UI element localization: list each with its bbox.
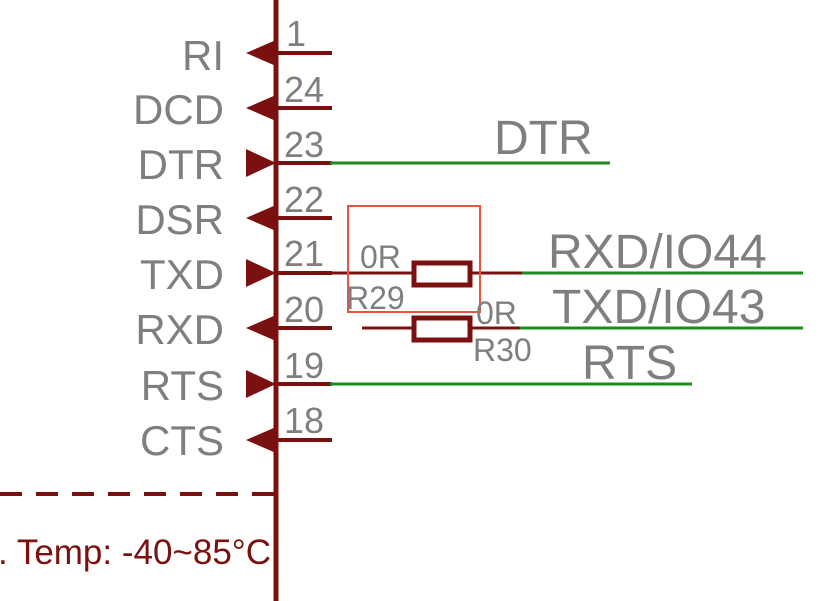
pin-arrow-cts — [246, 427, 276, 453]
resistor-r29-designator: R29 — [346, 280, 405, 316]
resistor-r29-body — [411, 260, 473, 288]
net-label-rxd-io44: RXD/IO44 — [548, 226, 767, 279]
resistor-r29-value: 0R — [360, 239, 401, 275]
pin-label-ri: RI — [182, 32, 224, 79]
resistor-r30-value: 0R — [476, 295, 517, 331]
pin-arrow-dcd — [246, 95, 276, 121]
pin-arrow-rts — [246, 370, 276, 398]
pin-label-dcd: DCD — [133, 86, 224, 133]
pin-arrow-rxd — [246, 315, 276, 341]
pin-arrow-ri — [246, 40, 276, 66]
pin-number-21: 21 — [284, 233, 324, 274]
pin-number-23: 23 — [284, 124, 324, 165]
resistor-r30-designator: R30 — [473, 332, 532, 368]
temp-note: . Temp: -40~85°C — [0, 533, 271, 572]
pin-number-22: 22 — [284, 179, 324, 220]
pin-number-18: 18 — [284, 400, 324, 441]
pin-number-20: 20 — [284, 289, 324, 330]
highlight-box — [347, 205, 481, 313]
net-label-dtr: DTR — [494, 112, 593, 165]
pin-label-cts: CTS — [140, 417, 224, 464]
pin-number-19: 19 — [284, 345, 324, 386]
pin-label-rxd: RXD — [135, 306, 224, 353]
pin-label-dtr: DTR — [138, 141, 224, 188]
pin-label-dsr: DSR — [135, 196, 224, 243]
pin-label-rts: RTS — [141, 362, 224, 409]
net-label-rts: RTS — [582, 337, 677, 390]
pin-number-1: 1 — [286, 13, 306, 54]
pin-arrow-txd — [246, 259, 276, 287]
pin-arrow-dsr — [246, 205, 276, 231]
pin-label-txd: TXD — [140, 251, 224, 298]
resistor-r30-body — [411, 315, 473, 343]
pin-number-24: 24 — [284, 69, 324, 110]
pin-arrow-dtr — [246, 149, 276, 177]
net-label-txd-io43: TXD/IO43 — [552, 281, 765, 334]
